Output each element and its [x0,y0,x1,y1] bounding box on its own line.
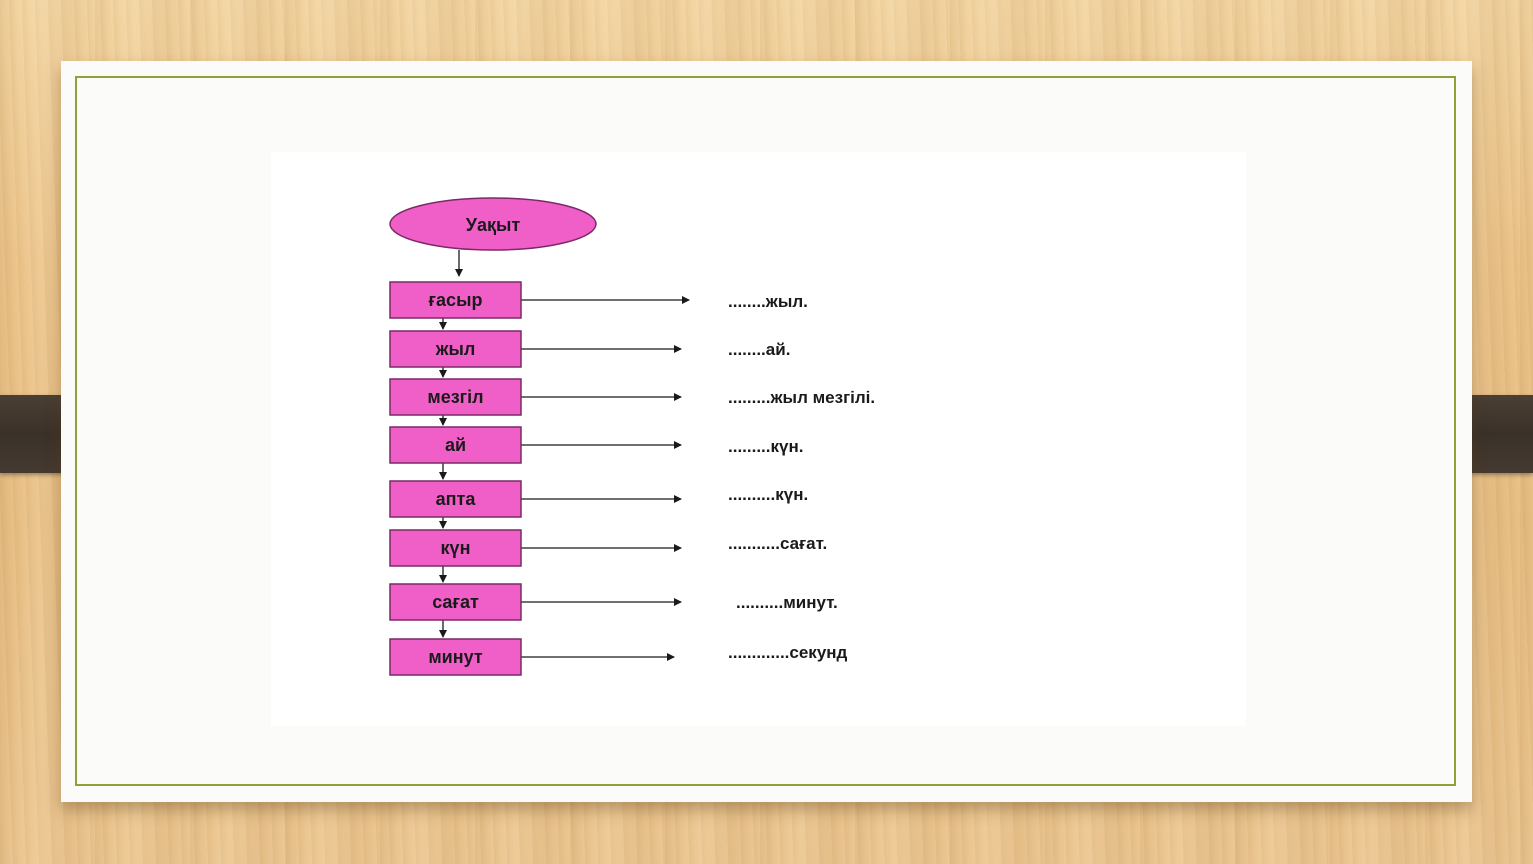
unit-box [389,378,522,416]
unit-nodes: Уақыт ғасыр жыл мезгіл ай апта күн сағат минут [389,197,597,676]
unit-box [389,480,522,518]
unit-label: күн [441,538,471,558]
unit-box [389,426,522,464]
answer-text-6: ...........сағат. [728,534,827,553]
answer-text-1: ........жыл. [728,292,808,311]
root-node: Уақыт [389,197,597,251]
root-ellipse [389,197,597,251]
answer-labels: ........жыл. ........ай. .........жыл мезг… [728,292,875,662]
unit-box [389,330,522,368]
unit-box [389,583,522,621]
unit-label: сағат [432,592,479,612]
unit-box [389,281,522,319]
unit-node-3: мезгіл [389,378,522,416]
connectors [439,250,690,661]
unit-node-2: жыл [389,330,522,368]
answer-text-4: .........күн. [728,437,803,456]
root-label: Уақыт [466,215,521,235]
unit-node-7: сағат [389,583,522,621]
answer-text-2: ........ай. [728,340,790,359]
slide-frame [75,76,1456,786]
answer-text-3: .........жыл мезгілі. [728,388,875,407]
unit-label: ай [445,435,466,455]
answer-text-8: .............секунд [728,643,848,662]
unit-box [389,529,522,567]
unit-label: мезгіл [427,387,483,407]
unit-box [389,638,522,676]
unit-label: апта [436,489,477,509]
unit-node-6: күн [389,529,522,567]
unit-label: жыл [435,339,476,359]
unit-node-8: минут [389,638,522,676]
unit-node-5: апта [389,480,522,518]
unit-label: ғасыр [429,290,483,310]
unit-label: минут [428,647,482,667]
time-units-diagram: Уақыт ғасыр жыл мезгіл ай апта күн сағат минут .… [389,197,875,676]
answer-text-7: ..........минут. [736,593,838,612]
unit-node-1: ғасыр [389,281,522,319]
answer-text-5: ..........күн. [728,485,808,504]
unit-node-4: ай [389,426,522,464]
diagram-figure: Уақыт ғасыр жыл мезгіл ай апта күн сағат минут .… [271,152,1246,726]
